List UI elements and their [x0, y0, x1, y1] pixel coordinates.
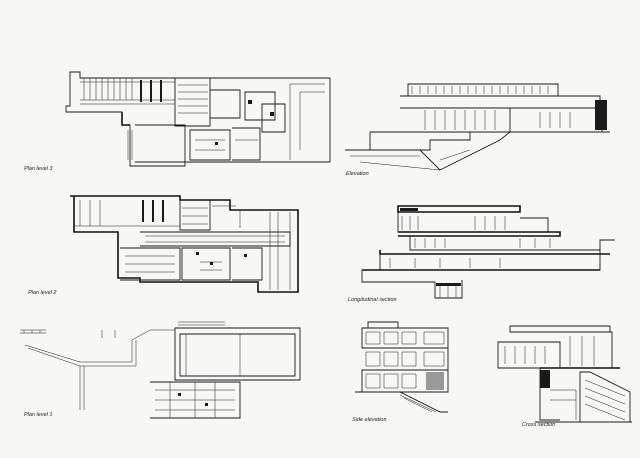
plan-level-3-drawing	[65, 71, 331, 167]
cross-section-drawing	[497, 325, 632, 423]
plan-level-1-caption: Plan level 1	[24, 412, 53, 418]
side-elevation-caption: Side elevation	[352, 417, 387, 423]
plan-level-1-drawing	[20, 321, 301, 419]
longitudinal-section-drawing	[361, 205, 615, 299]
plan-level-2-caption: Plan level 2	[28, 290, 57, 296]
longitudinal-section-caption: Longitudinal section	[348, 297, 397, 303]
side-elevation-drawing	[355, 321, 449, 413]
cross-section-caption: Cross section	[522, 422, 556, 428]
plan-level-3-caption: Plan level 3	[24, 166, 53, 172]
elevation-drawing	[345, 83, 610, 171]
plan-level-2-drawing	[70, 195, 299, 293]
elevation-caption: Elevation	[346, 171, 369, 177]
